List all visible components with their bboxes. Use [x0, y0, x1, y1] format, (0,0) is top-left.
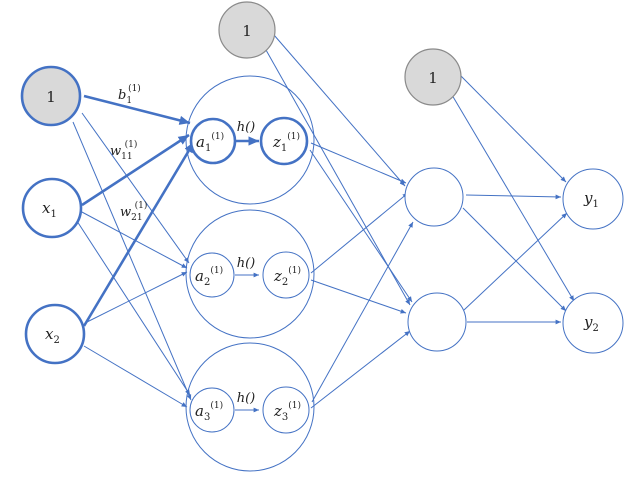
hidden-neuron-group-1: [185, 75, 315, 205]
activation-node-a2-label: a2(1): [195, 265, 223, 288]
edge-n2-y1: [463, 212, 568, 311]
activation-function-label-2: h(): [237, 256, 256, 271]
activation-node-a1-label: a1(1): [196, 131, 224, 154]
activation-function-label-3: h(): [237, 391, 256, 406]
edge-bias-a1: [83, 94, 191, 125]
output-node-z1: z1(1): [259, 116, 309, 166]
output-node-y1-circle: [562, 168, 624, 230]
bias-node-2-label: 1: [242, 22, 252, 40]
bias-node-3-label: 1: [428, 69, 438, 87]
input-node-x2-label: x2: [45, 325, 60, 346]
output-node-y1: y1: [562, 168, 624, 230]
layer2-neuron-2: [407, 292, 467, 352]
edge-x2-a3: [83, 345, 188, 408]
edge-x2-a1: [82, 141, 196, 327]
output-node-z2-circle: [262, 251, 310, 299]
edge-x1-a3: [74, 217, 191, 396]
activation-node-a2-circle: [189, 252, 235, 298]
bias-node-1-circle: [20, 65, 82, 127]
edge-x1-a2: [79, 210, 188, 269]
edge-bias3-y1: [459, 74, 567, 183]
input-node-x2-circle: [24, 303, 86, 365]
bias-weight-label-b1: b1(1): [118, 83, 141, 106]
bias-node-3: 1: [404, 48, 462, 106]
activation-node-a3: a3(1): [189, 387, 235, 433]
hidden-neuron-group-2: [185, 209, 315, 339]
edge-z1-n2: [309, 149, 413, 303]
bias-node-2-circle: [218, 1, 276, 59]
edge-n1-y1: [465, 194, 562, 200]
layer2-neuron-1: [404, 167, 464, 227]
activation-node-a3-circle: [189, 387, 235, 433]
edge-bias3-y2: [451, 94, 575, 302]
output-node-y2-label: y2: [583, 313, 599, 334]
weight-label-w21: w21(1): [120, 200, 147, 223]
input-node-x1-label: x1: [42, 199, 57, 220]
output-node-y1-label: y1: [583, 189, 599, 210]
input-node-x1-circle: [21, 177, 83, 239]
bias-node-1: 1: [20, 65, 82, 127]
edge-z1-n1: [310, 142, 407, 184]
input-to-hidden-connections: [72, 112, 192, 408]
output-node-y2: y2: [562, 292, 624, 354]
edge-x1-a1: [81, 133, 190, 207]
input-node-x2: x2: [24, 303, 86, 365]
activation-function-label-1: h(): [237, 120, 256, 135]
bias-node-1-label: 1: [46, 88, 56, 106]
edge-z3-n2: [310, 330, 411, 409]
activation-node-a1-circle: [189, 117, 237, 165]
output-node-z1-circle: [259, 116, 309, 166]
edge-bias-a2: [81, 112, 190, 264]
output-node-z2-label: z2(1): [273, 265, 301, 288]
output-node-z1-label: z1(1): [272, 131, 300, 154]
edge-n1-y2: [462, 207, 567, 312]
layer2-to-output-connections: [451, 74, 575, 325]
output-node-z3-circle: [262, 386, 310, 434]
edge-bias-a3: [72, 121, 192, 401]
input-node-x1: x1: [21, 177, 83, 239]
activation-node-a3-label: a3(1): [195, 400, 223, 423]
edge-z2-n1: [310, 192, 409, 274]
edge-z2-n2: [310, 279, 407, 314]
output-node-y2-circle: [562, 292, 624, 354]
edge-x2-a2: [86, 271, 188, 323]
output-node-z3-label: z3(1): [273, 400, 301, 423]
edge-z3-n1: [311, 221, 414, 403]
bias-node-2: 1: [218, 1, 276, 59]
activation-node-a1: a1(1): [189, 117, 237, 165]
bias-node-3-circle: [404, 48, 462, 106]
output-node-z3: z3(1): [262, 386, 310, 434]
hidden-neuron-group-3: [185, 342, 315, 472]
hidden-to-layer2-connections: [309, 142, 414, 409]
weight-label-w11: w11(1): [110, 139, 137, 162]
activation-node-a2: a2(1): [189, 252, 235, 298]
output-node-z2: z2(1): [262, 251, 310, 299]
highlighted-connections: [81, 94, 196, 327]
edge-bias2-n1: [273, 34, 406, 187]
hidden-neuron-groups: [185, 75, 315, 472]
